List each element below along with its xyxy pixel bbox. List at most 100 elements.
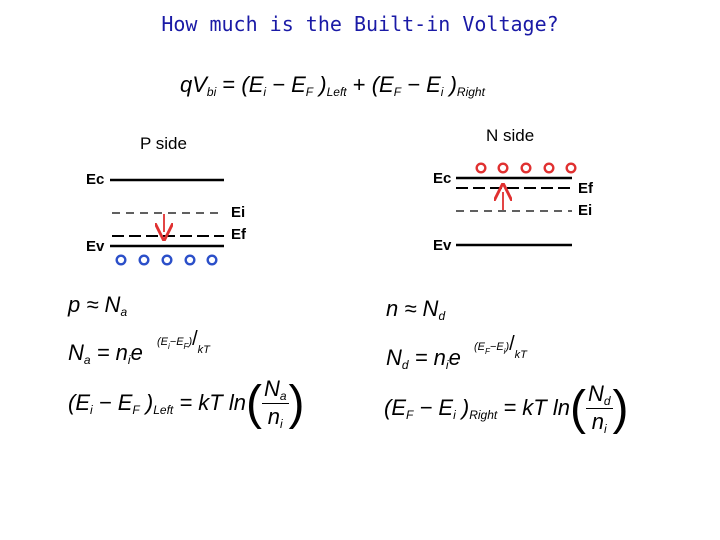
p-eq3-num-sub: a xyxy=(279,389,287,403)
n-eq1: n ≈ Nd xyxy=(386,296,445,323)
p-ei-label: Ei xyxy=(231,204,246,221)
eq-term1-close: ) xyxy=(313,72,327,97)
p-eq2-mid: = n xyxy=(90,340,128,365)
p-exp-sub2: F xyxy=(183,342,189,351)
n-eq3-lparen: ( xyxy=(569,382,586,435)
n-eq3-close: ) xyxy=(455,395,470,420)
electron xyxy=(565,162,577,174)
p-eq3-open: (E xyxy=(68,390,90,415)
electron xyxy=(475,162,487,174)
n-eq3-den: n xyxy=(591,409,605,434)
n-eq1-lhs: n xyxy=(386,296,399,321)
p-eq2-e: e xyxy=(130,340,143,365)
electron xyxy=(543,162,555,174)
p-exp-div: / xyxy=(192,328,198,350)
p-eq3-lparen: ( xyxy=(245,377,262,430)
eq-lhs: qV xyxy=(180,72,207,97)
p-eq3-close: ) xyxy=(139,390,154,415)
p-ec-label: Ec xyxy=(86,171,105,188)
hole xyxy=(184,254,196,266)
eq-term1-mid: − E xyxy=(266,72,306,97)
p-eq2-mid-sub: i xyxy=(127,353,131,367)
n-side-label: N side xyxy=(486,126,535,145)
n-eq2-lhs-sub: d xyxy=(401,358,409,372)
n-ec-label: Ec xyxy=(433,170,452,187)
p-eq2-exponent: (Ei−EF)/kT xyxy=(157,328,210,356)
p-ef-label: Ef xyxy=(231,226,246,243)
n-eq2-e: e xyxy=(448,345,461,370)
eq-term2-sub-f: F xyxy=(393,85,402,99)
p-eq3-label: Left xyxy=(153,403,174,417)
p-eq1-sub: a xyxy=(120,305,128,319)
p-holes xyxy=(115,254,218,266)
page-title: How much is the Built-in Voltage? xyxy=(161,12,559,36)
n-eq3-s2: i xyxy=(453,408,456,422)
p-exp-mid: −E xyxy=(169,336,184,348)
p-exp-open: (E xyxy=(157,336,168,348)
p-exp-close: ) xyxy=(188,336,193,348)
n-exp-div: / xyxy=(509,333,515,355)
n-exp-kt: kT xyxy=(514,349,527,361)
p-exp-kt: kT xyxy=(197,344,210,356)
hole xyxy=(206,254,218,266)
p-eq1: p ≈ Na xyxy=(68,292,127,319)
n-ev-label: Ev xyxy=(433,237,452,254)
p-eq3-den-sub: i xyxy=(280,417,283,431)
p-exp-sub1: i xyxy=(168,342,170,351)
eq-term2-close: ) xyxy=(443,72,457,97)
p-eq2-lhs: N xyxy=(68,340,84,365)
eq-term2-label: Right xyxy=(456,85,485,99)
n-eq3-num-sub: d xyxy=(603,394,611,408)
p-eq3-rhs: = kT ln xyxy=(173,390,246,415)
eq-term2-mid: − E xyxy=(401,72,441,97)
n-eq2-mid: = n xyxy=(408,345,446,370)
hole xyxy=(138,254,150,266)
n-ei-label: Ei xyxy=(578,202,593,219)
n-eq1-rel: ≈ N xyxy=(398,296,439,321)
n-eq3-rhs: = kT ln xyxy=(497,395,570,420)
n-eq3-den-sub: i xyxy=(604,422,607,436)
n-eq1-sub: d xyxy=(438,309,446,323)
eq-term2: (E xyxy=(371,72,394,97)
n-ef-label: Ef xyxy=(578,180,593,197)
p-eq3-rparen: ) xyxy=(288,377,305,430)
built-in-voltage-equation: qVbi = (Ei − EF )Left + (EF − Ei )Right xyxy=(180,72,485,99)
p-ev-label: Ev xyxy=(86,238,105,255)
p-eq1-rel: ≈ N xyxy=(80,292,121,317)
n-eq3-rparen: ) xyxy=(612,382,629,435)
eq-term1-sub-f: F xyxy=(305,85,314,99)
p-eq2: Na = nie xyxy=(68,340,143,367)
n-eq2-lhs: N xyxy=(386,345,402,370)
eq-plus: + xyxy=(352,72,372,97)
n-electrons xyxy=(475,162,577,174)
eq-equals: = xyxy=(222,72,236,97)
n-eq3-num: N xyxy=(587,381,604,406)
eq-term1: (E xyxy=(241,72,264,97)
eq-term2-sub-i: i xyxy=(440,85,444,99)
n-exp-sub1: F xyxy=(485,347,490,356)
eq-lhs-sub: bi xyxy=(206,85,217,99)
n-eq3-label: Right xyxy=(469,408,498,422)
eq-term1-sub-i: i xyxy=(263,85,267,99)
n-eq3-mid: − E xyxy=(413,395,454,420)
n-eq2-exponent: (EF−Ei)/kT xyxy=(474,333,527,361)
electron xyxy=(497,162,509,174)
n-eq2: Nd = nie xyxy=(386,345,461,372)
n-eq3-open: (E xyxy=(384,395,406,420)
n-eq2-mid-sub: i xyxy=(445,358,449,372)
p-eq3-mid: − E xyxy=(92,390,133,415)
p-eq3-s1: i xyxy=(90,403,93,417)
electron xyxy=(520,162,532,174)
p-eq3-s2: F xyxy=(132,403,140,417)
p-eq1-lhs: p xyxy=(68,292,81,317)
hole xyxy=(161,254,173,266)
p-side-label: P side xyxy=(140,134,187,153)
p-eq3-num: N xyxy=(263,376,280,401)
n-exp-mid: −E xyxy=(489,341,504,353)
eq-term1-label: Left xyxy=(326,85,347,99)
p-eq2-lhs-sub: a xyxy=(83,353,91,367)
